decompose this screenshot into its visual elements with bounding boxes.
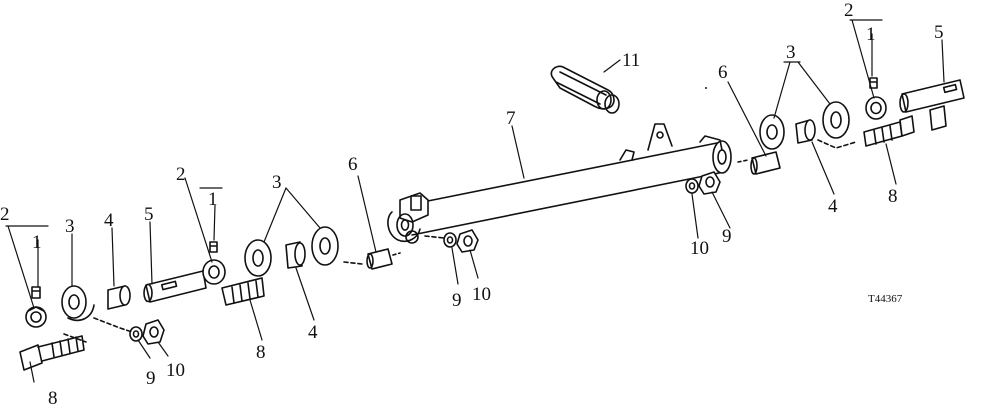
callout-6: 6	[718, 62, 728, 83]
left-fitting-group	[19, 285, 165, 371]
callout-9: 9	[452, 290, 462, 311]
callout-10: 10	[472, 284, 491, 305]
callout-1: 1	[32, 232, 42, 253]
callout-6: 6	[348, 154, 358, 175]
callout-8: 8	[48, 388, 58, 407]
left-center-group	[143, 226, 479, 306]
right-fitting-group	[685, 77, 965, 195]
callout-11: 11	[622, 50, 640, 71]
callout-9: 9	[146, 368, 156, 389]
callout-9: 9	[722, 226, 732, 247]
callout-8: 8	[256, 342, 266, 363]
callout-7: 7	[506, 108, 516, 129]
stray-mark	[705, 87, 707, 89]
callout-4: 4	[828, 196, 838, 217]
callout-2: 2	[176, 164, 186, 185]
callout-5: 5	[934, 22, 944, 43]
callout-3: 3	[65, 216, 75, 237]
callout-8: 8	[888, 186, 898, 207]
rockshaft-tube	[387, 123, 732, 244]
callout-2: 2	[0, 204, 10, 225]
callout-10: 10	[690, 238, 709, 259]
callout-2: 2	[844, 0, 854, 21]
callout-1: 1	[866, 24, 876, 45]
callout-4: 4	[104, 210, 114, 231]
figure-code: T44367	[868, 293, 903, 305]
callout-5: 5	[144, 204, 154, 225]
callout-10: 10	[166, 360, 185, 381]
callout-labels: 2 1 3 4 5 8 9 10 2 1 3 6 8 4 9 10 7 11 6…	[0, 0, 944, 409]
callout-3: 3	[786, 42, 796, 63]
lift-arm	[550, 65, 620, 114]
callout-3: 3	[272, 172, 282, 193]
callout-4: 4	[308, 322, 318, 343]
leader-lines	[5, 19, 945, 383]
callout-1: 1	[208, 189, 218, 210]
